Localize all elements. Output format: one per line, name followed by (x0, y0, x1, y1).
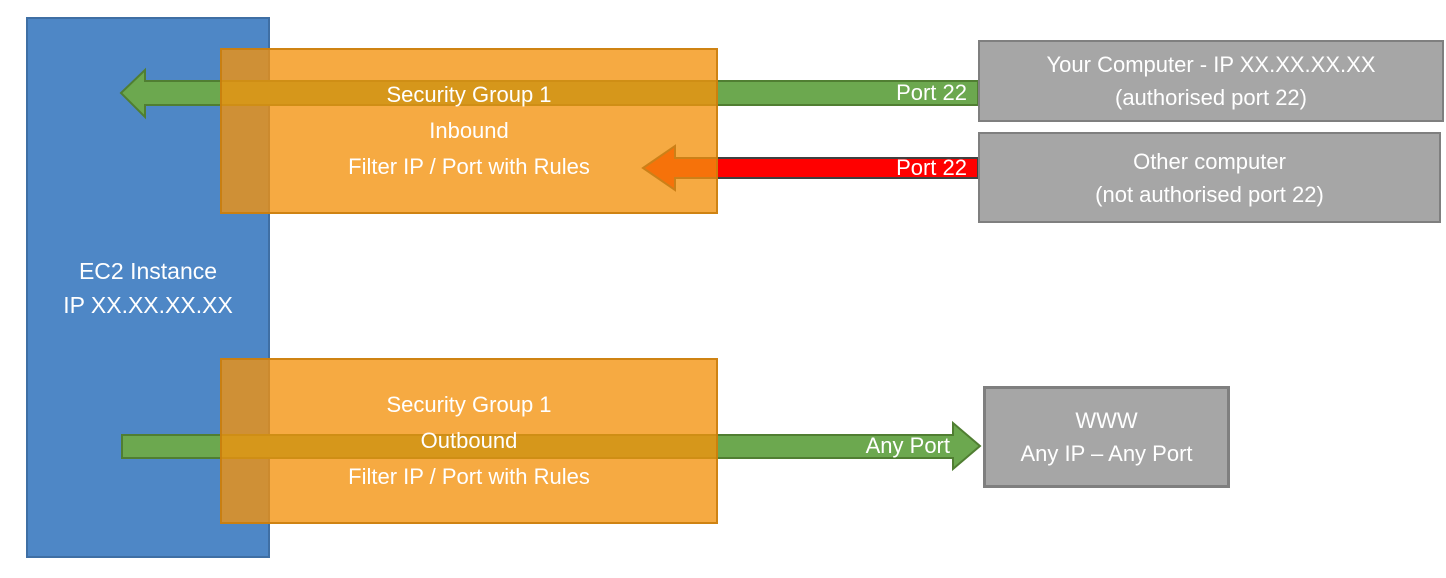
your-computer-box: Your Computer - IP XX.XX.XX.XX (authoris… (978, 40, 1444, 122)
outbound-sg-description: Filter IP / Port with Rules (348, 464, 590, 489)
other-computer-subtitle: (not authorised port 22) (1095, 181, 1324, 207)
your-computer-subtitle: (authorised port 22) (1115, 85, 1307, 110)
www-subtitle: Any IP – Any Port (1020, 441, 1193, 466)
inbound-allowed-port-label: Port 22 (896, 80, 967, 105)
your-computer-title: Your Computer - IP XX.XX.XX.XX (1046, 52, 1376, 77)
www-box: WWW Any IP – Any Port (983, 386, 1230, 488)
other-computer-title: Other computer (1133, 148, 1286, 174)
security-group-inbound-box: Security Group 1 Inbound Filter IP / Por… (220, 48, 718, 214)
ec2-instance-ip: IP XX.XX.XX.XX (63, 291, 233, 318)
outbound-sg-name: Security Group 1 (386, 392, 552, 417)
outbound-sg-direction: Outbound (420, 428, 518, 453)
inbound-sg-direction: Inbound (429, 118, 509, 143)
outbound-port-label: Any Port (865, 433, 950, 458)
www-title: WWW (1075, 408, 1138, 433)
ec2-instance-title: EC2 Instance (78, 257, 218, 284)
inbound-sg-name: Security Group 1 (386, 82, 552, 107)
other-computer-box: Other computer (not authorised port 22) (978, 132, 1441, 223)
inbound-blocked-port-label: Port 22 (896, 155, 967, 180)
security-group-outbound-box: Security Group 1 Outbound Filter IP / Po… (220, 358, 718, 524)
inbound-sg-description: Filter IP / Port with Rules (348, 154, 590, 179)
